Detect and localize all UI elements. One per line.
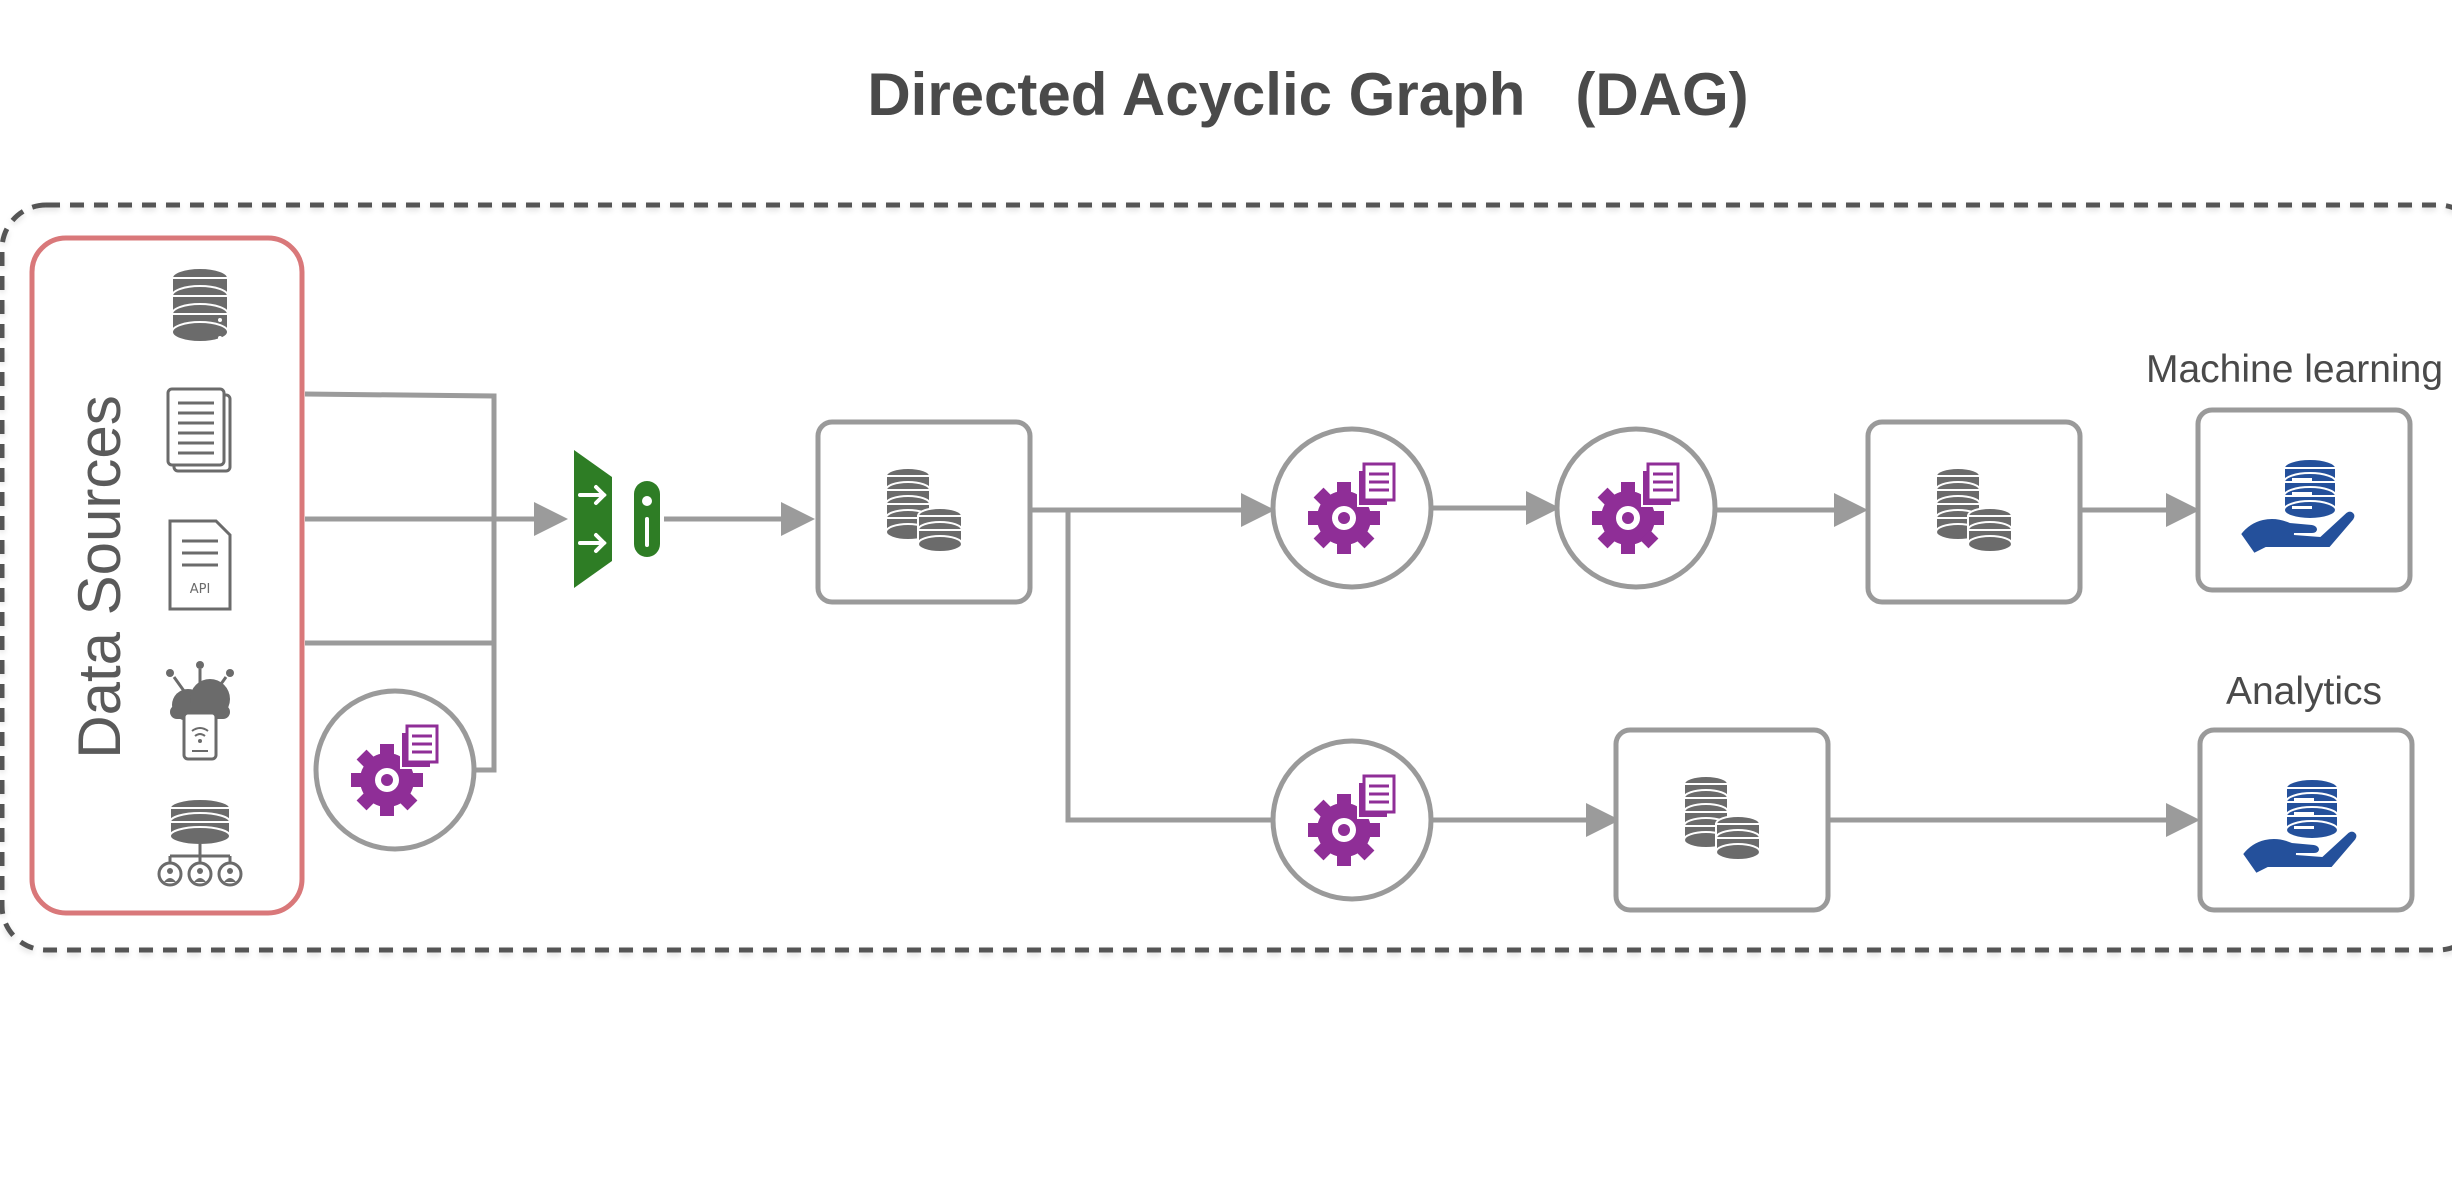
process-node-top-1 <box>1270 426 1434 590</box>
analytics-label: Analytics <box>2226 670 2382 713</box>
storage-node-raw <box>815 419 1033 605</box>
iot-cloud-icon <box>166 661 234 761</box>
machine-learning-output-node <box>2195 407 2413 593</box>
data-sources-label: Data Sources <box>66 395 133 759</box>
dag-container <box>0 202 2452 953</box>
storage-node-bottom <box>1613 727 1831 913</box>
process-node-source <box>313 688 477 852</box>
process-node-top-2 <box>1554 426 1718 590</box>
process-node-bottom <box>1270 738 1434 902</box>
machine-learning-label: Machine learning <box>2146 348 2443 391</box>
api-document-icon: API <box>168 519 232 611</box>
database-icon <box>171 267 229 343</box>
analytics-output-node <box>2197 727 2415 913</box>
page-title: Directed Acyclic Graph (DAG) <box>867 61 1748 128</box>
funnel-gateway-icon <box>574 450 660 588</box>
connectors <box>304 391 2178 823</box>
document-icon <box>166 387 232 473</box>
database-network-icon <box>157 798 243 887</box>
api-glyph: API <box>190 582 211 597</box>
arrowheads <box>534 491 2200 837</box>
data-sources-panel: Data Sources <box>29 235 305 916</box>
storage-node-top <box>1865 419 2083 605</box>
